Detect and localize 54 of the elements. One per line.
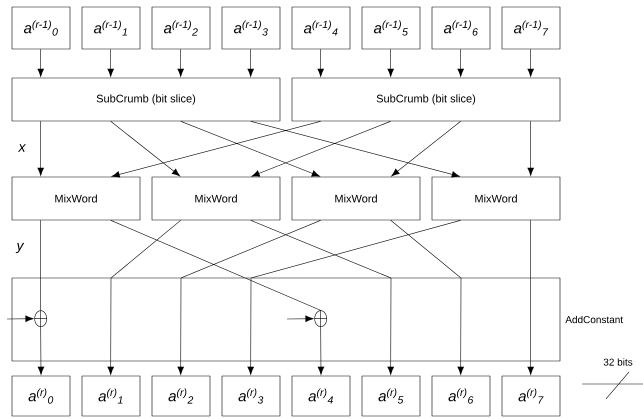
mix-box: MixWord <box>12 176 140 220</box>
arrow <box>107 220 181 375</box>
xor-symbol <box>34 310 48 328</box>
arrow <box>247 49 254 77</box>
arrow <box>457 49 464 77</box>
substitution-box: SubCrumb (bit slice) <box>12 78 280 122</box>
arrow <box>180 121 320 177</box>
input-box: a$^{(r-1)}$1 <box>82 6 140 50</box>
arrow <box>250 220 394 375</box>
arrow <box>252 121 391 177</box>
input-box: a$^{(r-1)}$2 <box>152 6 210 50</box>
arrow <box>110 121 180 176</box>
arrow <box>390 220 464 375</box>
arrow <box>6 316 34 322</box>
mix-box: MixWord <box>152 176 280 220</box>
arrow <box>318 326 324 375</box>
output-box: a$^{(r)}$6 <box>432 376 490 416</box>
input-box: a$^{(r-1)}$3 <box>222 6 280 50</box>
bus-label: y <box>16 242 24 254</box>
arrow <box>37 49 44 77</box>
input-box: a$^{(r-1)}$4 <box>292 6 350 50</box>
arrow <box>177 49 184 77</box>
input-box: a$^{(r-1)}$5 <box>362 6 420 50</box>
arrow <box>177 220 321 375</box>
input-box: a$^{(r-1)}$7 <box>502 6 560 50</box>
arrow <box>38 326 44 375</box>
arrow <box>527 220 534 375</box>
arrow <box>527 121 534 176</box>
stage-label: AddConstant <box>565 316 624 324</box>
bit-width-label: 32 bits <box>604 358 632 366</box>
arrow <box>317 49 324 77</box>
mix-box: MixWord <box>432 176 560 220</box>
arrow <box>391 121 461 176</box>
xor-symbol <box>314 310 328 328</box>
output-box: a$^{(r)}$4 <box>292 376 350 416</box>
mix-box: MixWord <box>292 176 420 220</box>
output-box: a$^{(r)}$3 <box>222 376 280 416</box>
substitution-box: SubCrumb (bit slice) <box>292 78 560 122</box>
arrow <box>37 121 44 176</box>
arrow <box>112 121 321 178</box>
arrow <box>387 49 394 77</box>
input-box: a$^{(r-1)}$0 <box>12 6 70 50</box>
input-box: a$^{(r-1)}$6 <box>432 6 490 50</box>
output-box: a$^{(r)}$7 <box>502 376 560 416</box>
arrow <box>527 49 534 77</box>
output-box: a$^{(r)}$2 <box>152 376 210 416</box>
output-box: a$^{(r)}$1 <box>82 376 140 416</box>
arrow <box>107 49 114 77</box>
output-box: a$^{(r)}$0 <box>12 376 70 416</box>
arrow <box>250 121 460 178</box>
output-box: a$^{(r)}$5 <box>362 376 420 416</box>
arrow <box>286 316 314 322</box>
arrow <box>247 220 461 375</box>
bus-label: x <box>18 144 26 152</box>
